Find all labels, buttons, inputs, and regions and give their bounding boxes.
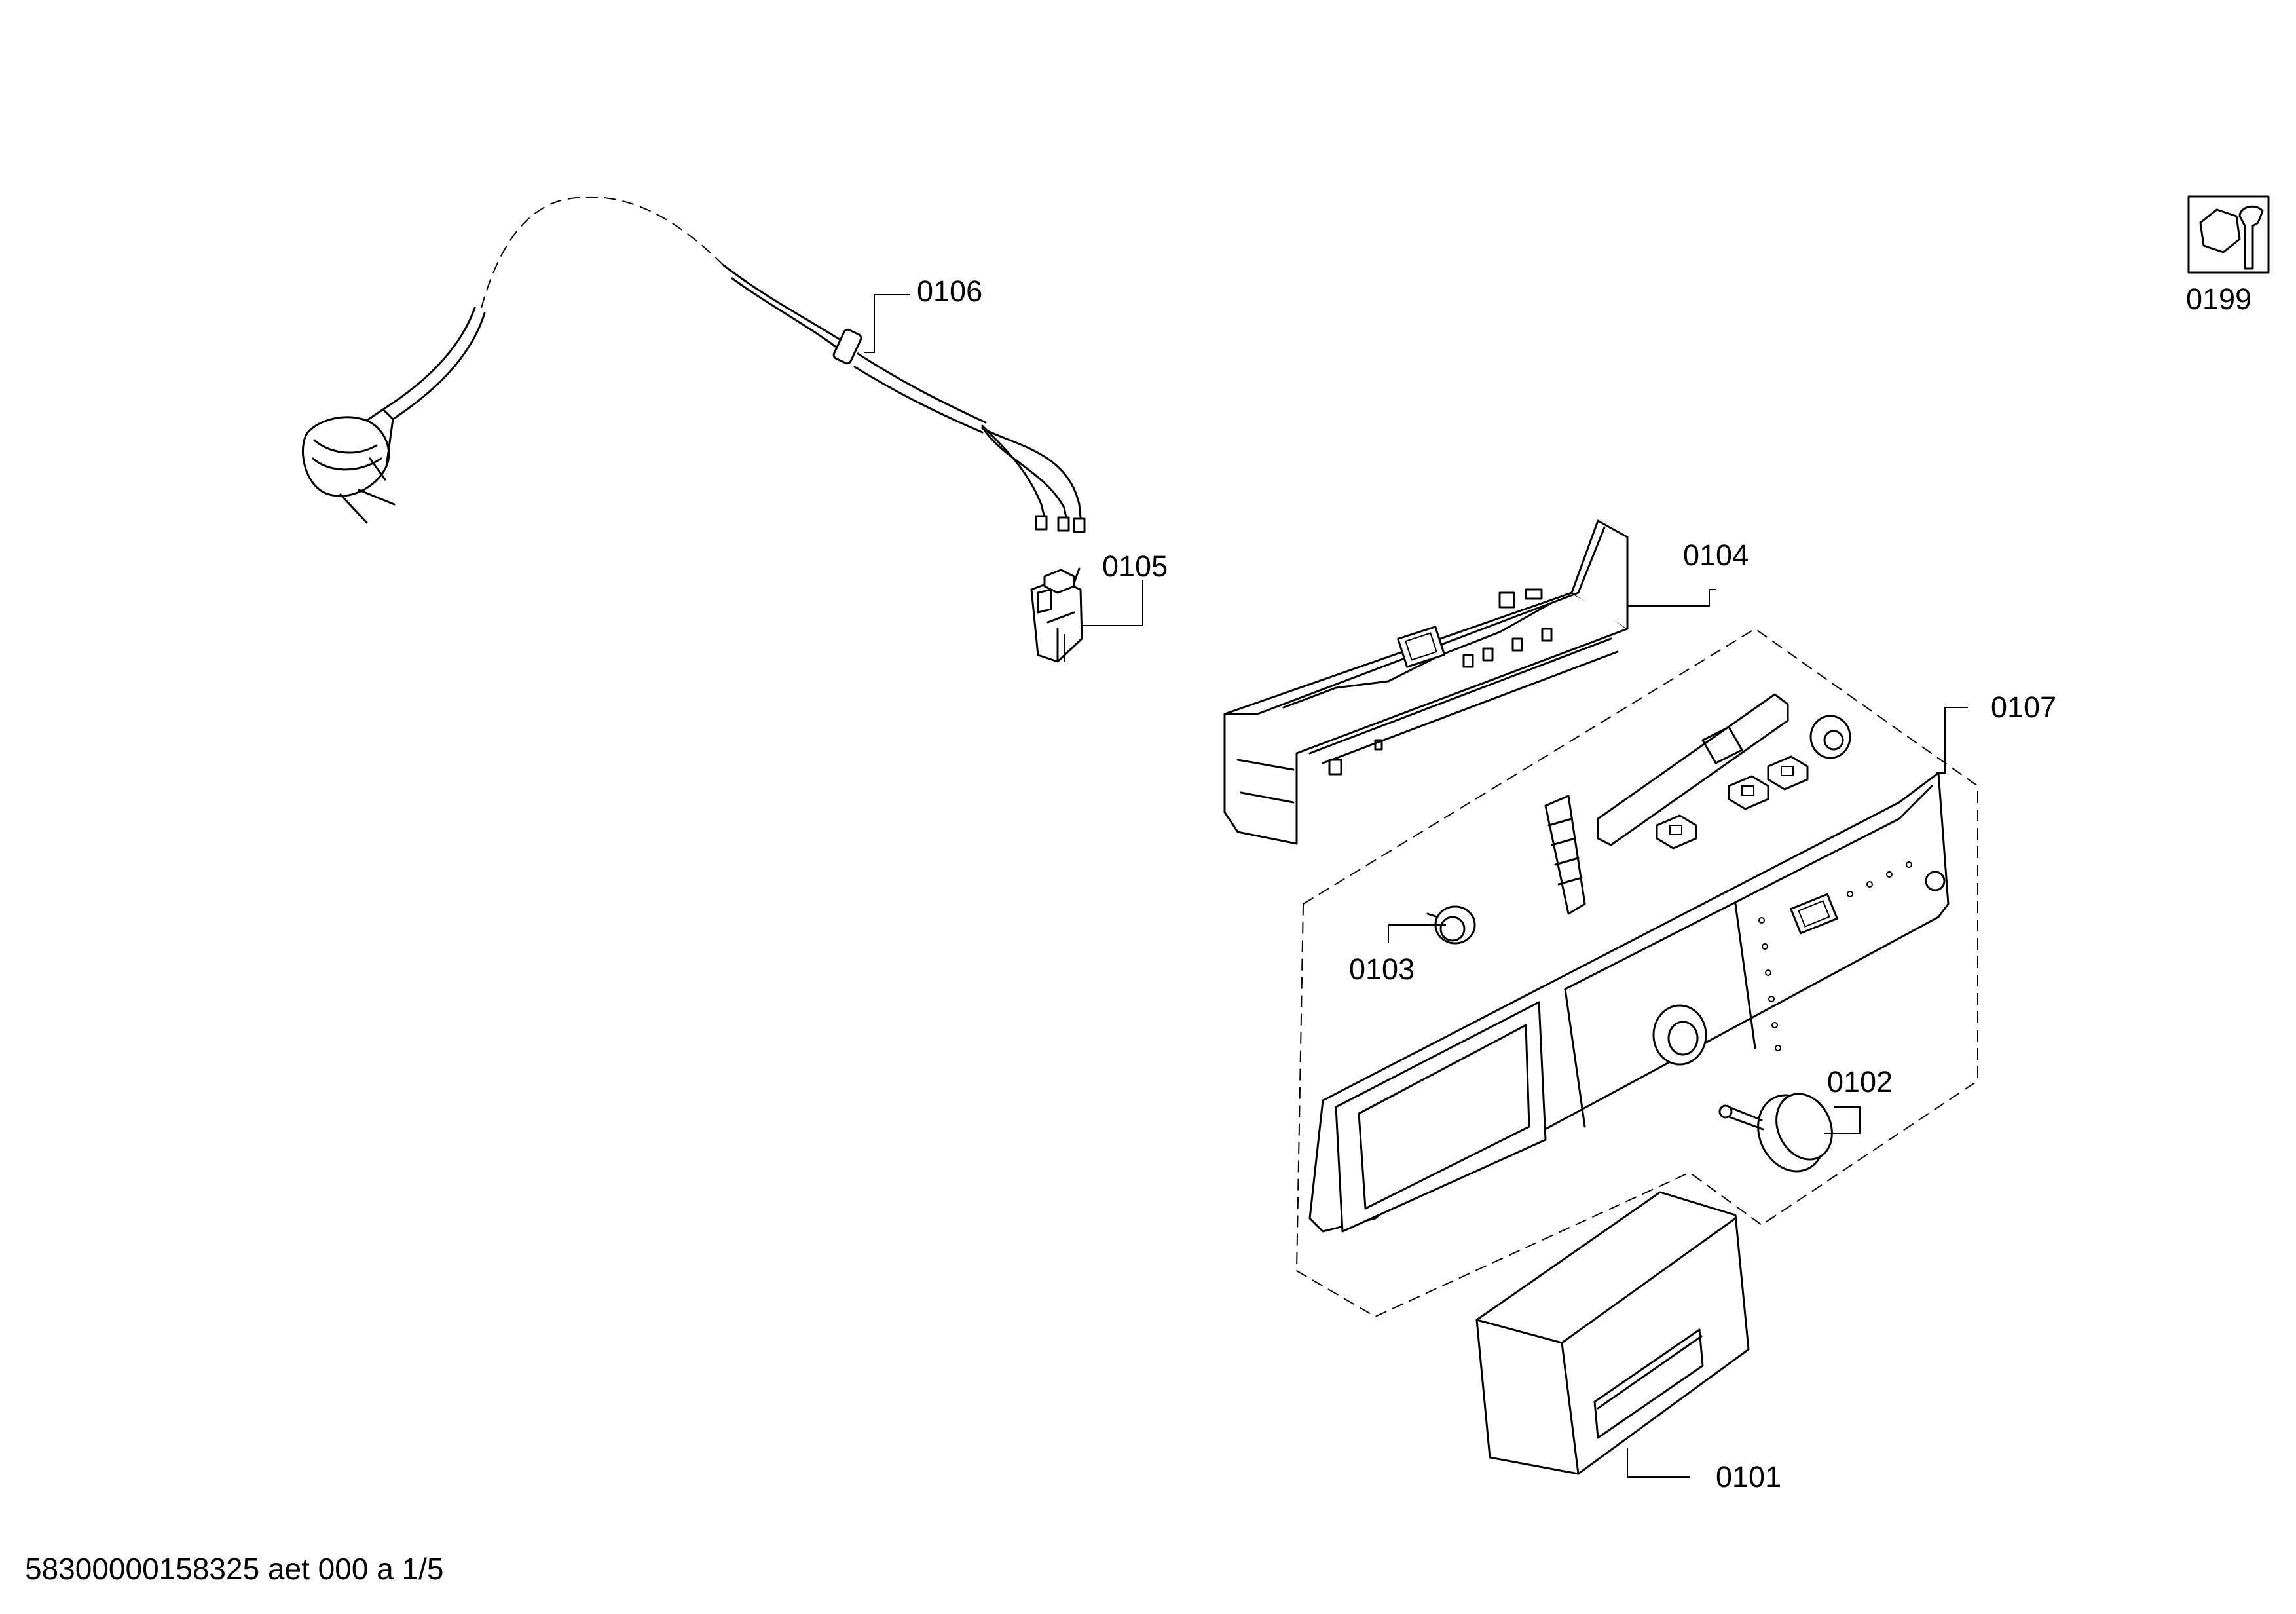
- wrench-nut-icon: [2187, 195, 2270, 274]
- control-panel-fascia-part[interactable]: [1308, 772, 1950, 1233]
- mains-plug: [302, 408, 396, 524]
- part-label-0101: 0101: [1716, 1460, 1781, 1493]
- button-strip-part[interactable]: [1597, 693, 1789, 846]
- cap-part[interactable]: [1426, 905, 1476, 945]
- leader-lines: [864, 294, 1968, 1478]
- part-label-0105: 0105: [1102, 550, 1168, 583]
- document-reference: 58300000158325 aet 000 a 1/5: [25, 1552, 444, 1586]
- power-cable-part[interactable]: [302, 196, 1086, 533]
- control-module-part[interactable]: [1223, 519, 1629, 845]
- part-label-0106: 0106: [917, 274, 982, 308]
- suppressor-part[interactable]: [1030, 567, 1083, 663]
- part-label-0104: 0104: [1683, 538, 1749, 572]
- selector-knob-part[interactable]: [1718, 1084, 1842, 1182]
- indicator-dots: [1758, 861, 1912, 1051]
- part-label-0199: 0199: [2186, 282, 2251, 316]
- part-label-0107: 0107: [1991, 690, 2056, 724]
- drawer-handle-part[interactable]: [1475, 1191, 1750, 1475]
- button-part[interactable]: [1656, 715, 1851, 850]
- part-label-0103: 0103: [1349, 952, 1415, 986]
- part-label-0102: 0102: [1827, 1065, 1893, 1098]
- lightguide-part[interactable]: [1544, 795, 1586, 915]
